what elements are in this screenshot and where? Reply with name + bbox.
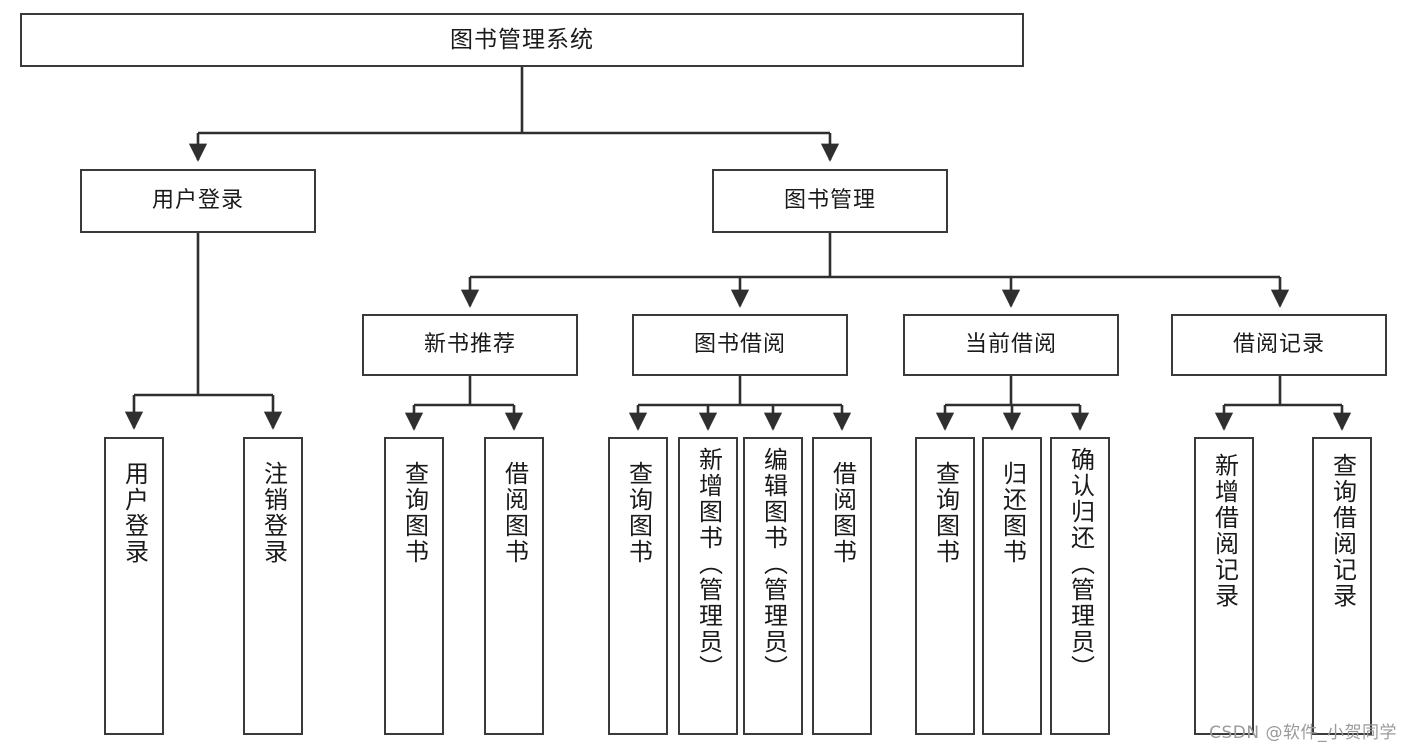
watermark-text: CSDN @软件_小贺同学: [1209, 723, 1397, 743]
node-book-management-label: 图书管理: [783, 188, 876, 213]
leaf-borrow-query-book-label: 查询图书: [624, 461, 653, 565]
node-new-book-recommend-label: 新书推荐: [423, 332, 516, 357]
leaf-user-login-logout[interactable]: 注销登录: [243, 437, 303, 735]
leaf-borrow-edit-book[interactable]: 编辑图书（管理员）: [743, 437, 803, 735]
node-book-borrow[interactable]: 图书借阅: [632, 314, 848, 376]
node-user-login-label: 用户登录: [151, 188, 244, 213]
node-book-borrow-label: 图书借阅: [693, 332, 786, 357]
leaf-borrow-add-book[interactable]: 新增图书（管理员）: [678, 437, 738, 735]
node-current-borrow[interactable]: 当前借阅: [903, 314, 1119, 376]
leaf-new-book-query[interactable]: 查询图书: [384, 437, 444, 735]
node-current-borrow-label: 当前借阅: [964, 332, 1057, 357]
leaf-current-return-book[interactable]: 归还图书: [982, 437, 1042, 735]
node-borrow-records-label: 借阅记录: [1232, 332, 1325, 357]
leaf-borrow-borrow-book[interactable]: 借阅图书: [812, 437, 872, 735]
leaf-current-query-book-label: 查询图书: [931, 461, 960, 565]
leaf-borrow-edit-book-label: 编辑图书（管理员）: [759, 447, 788, 681]
node-root-label: 图书管理系统: [450, 26, 594, 53]
leaf-user-login-login-label: 用户登录: [120, 461, 149, 565]
leaf-current-query-book[interactable]: 查询图书: [915, 437, 975, 735]
node-book-management[interactable]: 图书管理: [712, 169, 948, 233]
leaf-borrow-borrow-book-label: 借阅图书: [828, 461, 857, 565]
leaf-user-login-logout-label: 注销登录: [259, 461, 288, 565]
leaf-records-query-label: 查询借阅记录: [1328, 453, 1357, 609]
leaf-user-login-login[interactable]: 用户登录: [104, 437, 164, 735]
leaf-borrow-query-book[interactable]: 查询图书: [608, 437, 668, 735]
node-borrow-records[interactable]: 借阅记录: [1171, 314, 1387, 376]
leaf-new-book-borrow[interactable]: 借阅图书: [484, 437, 544, 735]
node-root[interactable]: 图书管理系统: [20, 13, 1024, 67]
node-new-book-recommend[interactable]: 新书推荐: [362, 314, 578, 376]
leaf-new-book-query-label: 查询图书: [400, 461, 429, 565]
leaf-current-return-book-label: 归还图书: [998, 461, 1027, 565]
leaf-records-add-label: 新增借阅记录: [1210, 453, 1239, 609]
node-user-login[interactable]: 用户登录: [80, 169, 316, 233]
leaf-new-book-borrow-label: 借阅图书: [500, 461, 529, 565]
leaf-current-confirm-return[interactable]: 确认归还（管理员）: [1050, 437, 1110, 735]
leaf-borrow-add-book-label: 新增图书（管理员）: [694, 447, 723, 681]
leaf-current-confirm-return-label: 确认归还（管理员）: [1066, 447, 1095, 681]
leaf-records-query[interactable]: 查询借阅记录: [1312, 437, 1372, 735]
leaf-records-add[interactable]: 新增借阅记录: [1194, 437, 1254, 735]
